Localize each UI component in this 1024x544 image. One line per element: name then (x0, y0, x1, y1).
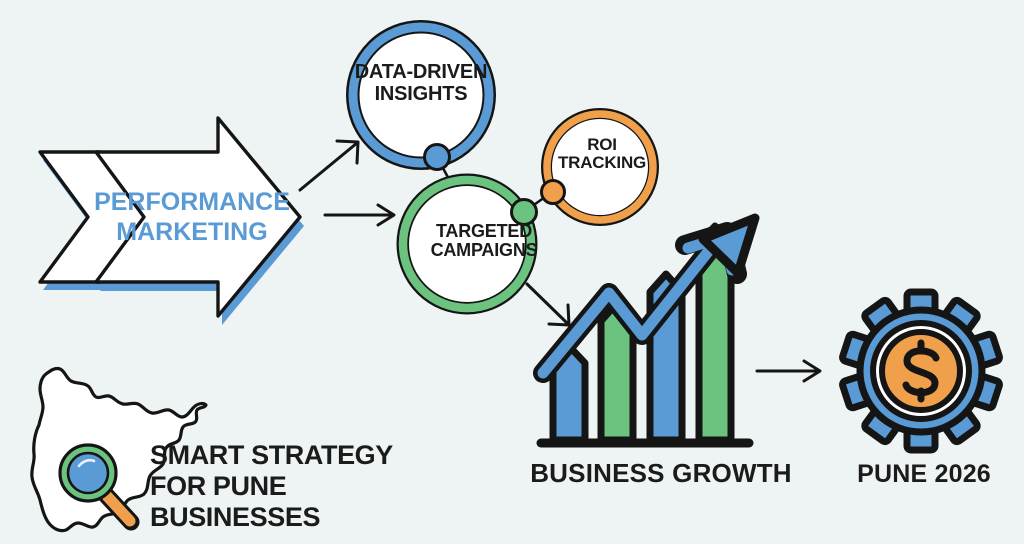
magnifier-lens (66, 451, 110, 495)
pune-map-magnifier-icon (30, 366, 208, 533)
performance-marketing-arrow (38, 116, 304, 325)
node-targeted-campaigns[interactable] (396, 173, 538, 315)
business-growth-chart (533, 213, 760, 448)
upward-trend-arrow (533, 213, 760, 383)
arrow-to-growth (525, 282, 571, 327)
pune-2026-gear (839, 288, 1003, 454)
connector-dot-insights (423, 143, 451, 171)
arrow-to-campaigns (323, 203, 396, 227)
arrow-to-insights (298, 139, 360, 192)
connector-dot-campaigns (510, 198, 538, 226)
connector-dot-roi (540, 179, 566, 205)
dollar-sign-icon (902, 339, 940, 403)
node-roi-tracking[interactable] (541, 108, 659, 226)
arrow-to-outcome (755, 359, 822, 383)
node-data-driven-insights[interactable] (346, 20, 496, 170)
lens-glare (77, 458, 96, 468)
